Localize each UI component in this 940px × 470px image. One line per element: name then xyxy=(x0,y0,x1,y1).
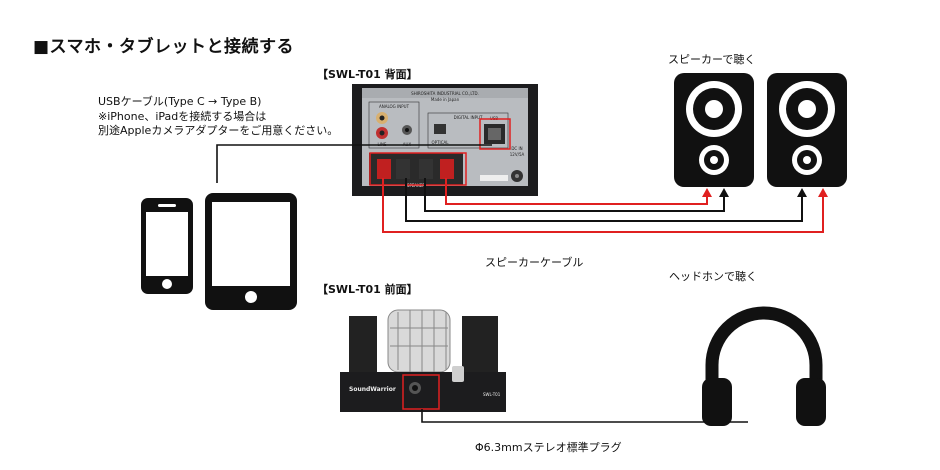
arrow-black-left xyxy=(719,188,729,197)
dc-in-text: DC IN xyxy=(511,146,522,151)
arrow-black-right xyxy=(797,188,807,197)
left-speaker-icon xyxy=(674,73,754,187)
dc-volt-text: 12V/5A xyxy=(510,152,525,157)
analog-input-text: ANALOG INPUT xyxy=(379,104,410,109)
usb-port-highlight xyxy=(479,118,511,150)
red-cable-left-speaker xyxy=(445,178,708,205)
speaker-terminal-highlight xyxy=(369,152,467,186)
front-device-image: SoundWarrior SWL-T01 xyxy=(340,309,506,412)
tablet-icon xyxy=(205,193,297,310)
black-cable-left-speaker xyxy=(424,178,725,212)
usb-cable-line xyxy=(216,144,492,183)
headphone-cable-line xyxy=(421,409,748,423)
front-brand-text: SoundWarrior xyxy=(349,386,396,393)
speaker-cable-label: スピーカーケーブル xyxy=(485,256,584,269)
rear-brand-text: SHIROSHITA INDUSTRIAL CO.,LTD. xyxy=(411,91,479,96)
red-cable-right-speaker xyxy=(382,178,824,233)
optical-text: OPTICAL xyxy=(432,140,450,145)
black-cable-right-speaker xyxy=(405,178,803,222)
plug-label: Φ6.3mmステレオ標準プラグ xyxy=(475,441,622,454)
rear-device-image: SHIROSHITA INDUSTRIAL CO.,LTD. Made in J… xyxy=(352,84,538,196)
digital-input-text: DIGITAL INPUT xyxy=(454,115,483,120)
usb-cable-note: USBケーブル(Type C → Type B) ※iPhone、iPadを接続… xyxy=(98,95,338,139)
usb-note-line-3: 別途Appleカメラアダプターをご用意ください。 xyxy=(98,124,339,137)
usb-note-line-2: ※iPhone、iPadを接続する場合は xyxy=(98,109,267,123)
front-panel-label: 【SWL-T01 前面】 xyxy=(317,283,418,296)
speaker-listen-label: スピーカーで聴く xyxy=(668,53,756,66)
headphones-icon xyxy=(702,306,826,426)
page-title: ■スマホ・タブレットと接続する xyxy=(33,37,295,57)
rear-panel-label: 【SWL-T01 背面】 xyxy=(317,68,418,81)
headphone-jack-highlight xyxy=(402,374,440,410)
arrow-red-right xyxy=(818,188,828,197)
arrow-red-left xyxy=(702,188,712,197)
headphone-listen-label: ヘッドホンで聴く xyxy=(669,270,757,283)
smartphone-icon xyxy=(141,198,193,294)
front-model-text: SWL-T01 xyxy=(483,392,501,397)
right-speaker-icon xyxy=(767,73,847,187)
rear-made-in-text: Made in Japan xyxy=(431,97,460,102)
usb-note-line-1: USBケーブル(Type C → Type B) xyxy=(98,95,262,108)
